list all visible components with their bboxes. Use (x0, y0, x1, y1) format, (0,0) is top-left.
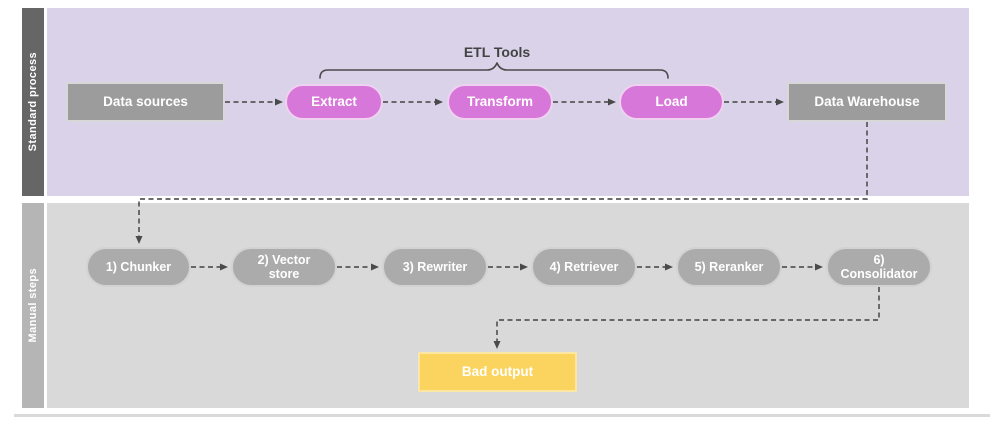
node-consolidator: 6) Consolidator (826, 247, 932, 287)
node-rewriter: 3) Rewriter (382, 247, 488, 287)
node-transform: Transform (447, 84, 553, 120)
node-retriever: 4) Retriever (531, 247, 637, 287)
standard-process-lane-label: Standard process (27, 52, 39, 152)
standard-process-lane-header: Standard process (22, 8, 44, 196)
node-vector-store: 2) Vector store (231, 247, 337, 287)
node-data-warehouse: Data Warehouse (787, 82, 947, 122)
node-data-sources: Data sources (66, 82, 225, 122)
node-extract: Extract (285, 84, 383, 120)
node-reranker: 5) Reranker (676, 247, 782, 287)
etl-tools-label: ETL Tools (463, 44, 531, 60)
node-bad-output: Bad output (418, 352, 577, 392)
node-chunker: 1) Chunker (86, 247, 191, 287)
bottom-divider-line (14, 414, 990, 417)
node-load: Load (619, 84, 724, 120)
manual-steps-lane-header: Manual steps (22, 203, 44, 408)
manual-steps-lane-label: Manual steps (27, 268, 39, 343)
